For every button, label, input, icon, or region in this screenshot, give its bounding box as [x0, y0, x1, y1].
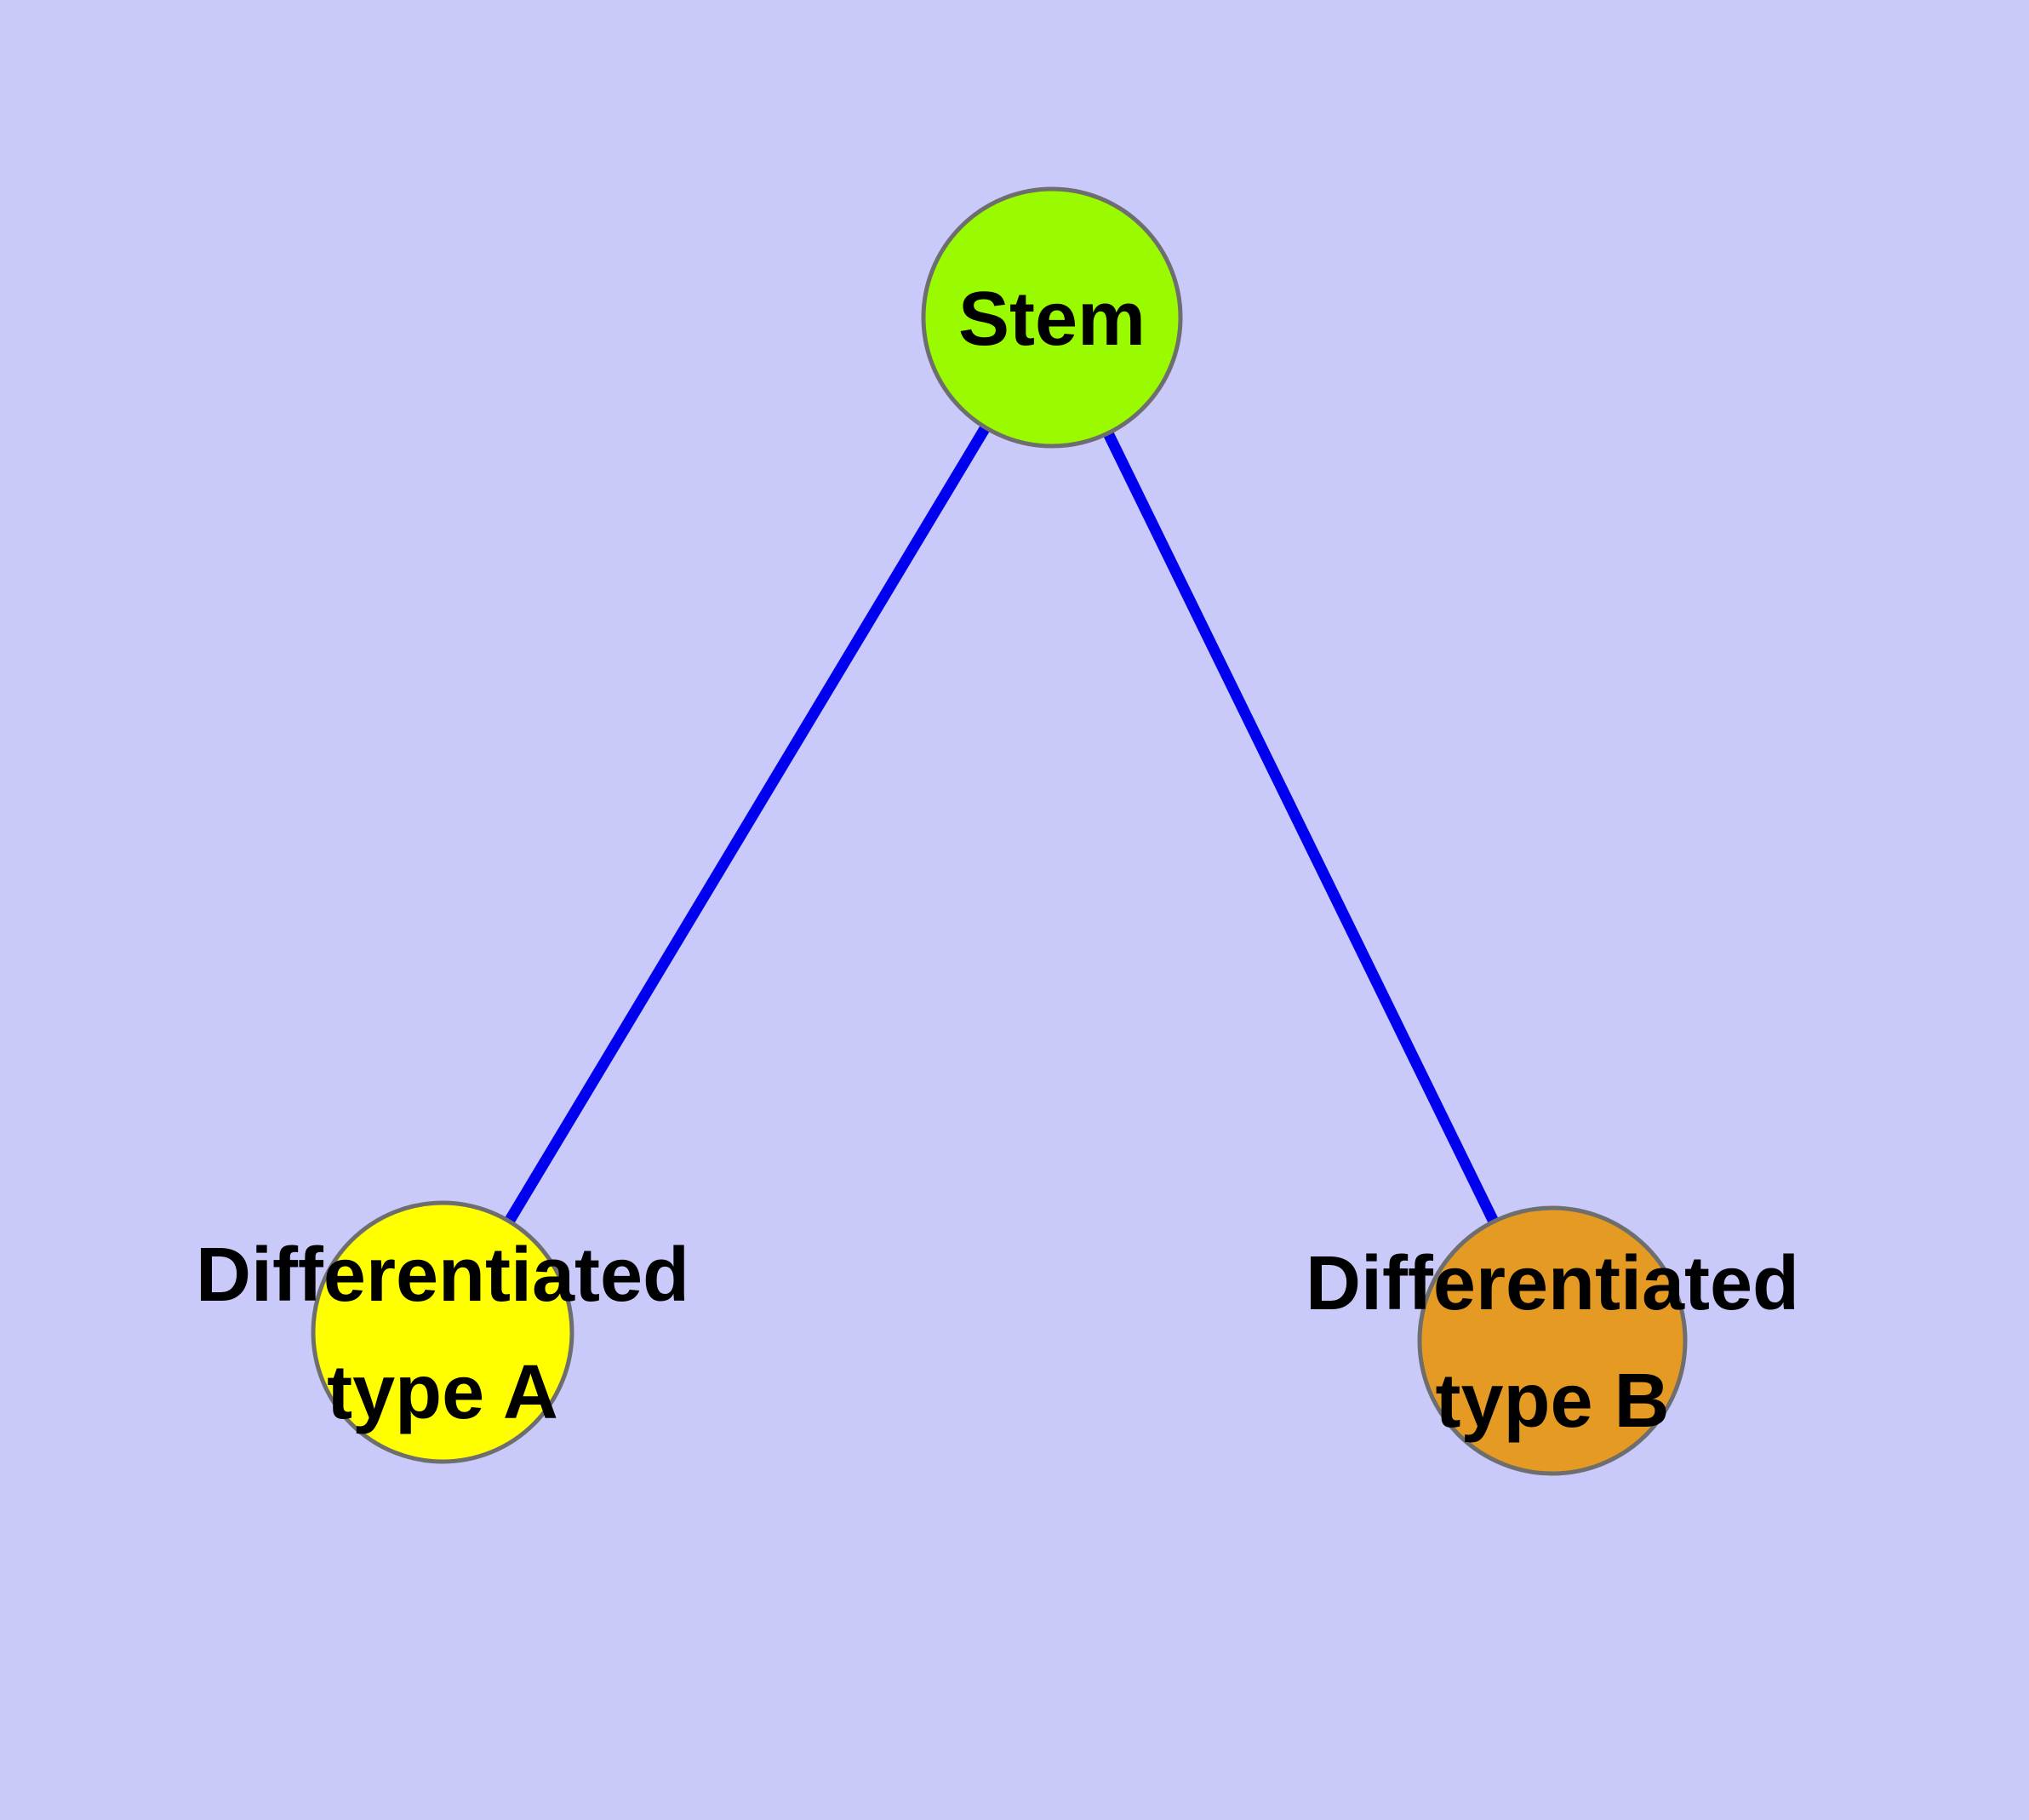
edge-stem-to-type-a: [504, 424, 991, 1225]
node-type-a: Differentiated type A: [196, 1200, 689, 1464]
node-type-a-label-line2: type A: [327, 1350, 558, 1435]
node-type-a-circle: [311, 1200, 574, 1464]
node-stem-circle: [921, 186, 1183, 449]
node-stem: Stem: [921, 186, 1183, 449]
node-type-b-label-line2: type B: [1435, 1359, 1669, 1444]
node-type-b-circle: [1417, 1205, 1688, 1476]
edge-stem-to-type-b: [1103, 431, 1499, 1224]
node-type-b-label-line1: Differentiated: [1306, 1241, 1799, 1326]
node-type-b: Differentiated type B: [1306, 1205, 1799, 1476]
node-stem-label: Stem: [958, 277, 1146, 362]
node-type-a-label-line1: Differentiated: [196, 1233, 689, 1318]
